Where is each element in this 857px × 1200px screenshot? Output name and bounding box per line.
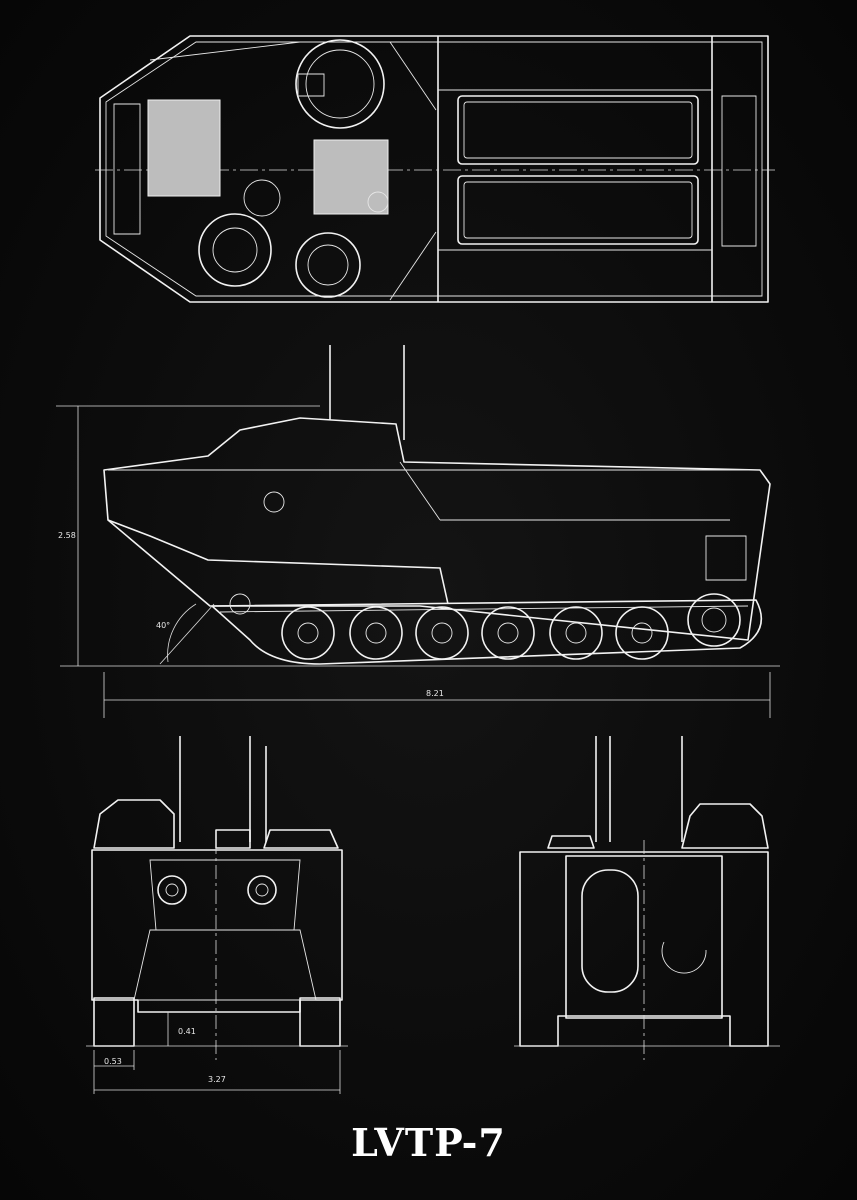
- bow-tread-pattern: [114, 96, 756, 246]
- cupola-left: [199, 214, 271, 286]
- cargo-hatch-right: [458, 176, 698, 244]
- blueprint-title: LVTP-7: [351, 1120, 506, 1165]
- driver-hatch: [148, 100, 220, 196]
- ground-clearance-label: 0.41: [178, 1027, 196, 1036]
- side-track: [212, 600, 761, 664]
- road-wheels: [230, 594, 740, 659]
- track-width-label: 0.53: [104, 1057, 122, 1066]
- cupola-right: [296, 233, 360, 297]
- height-dimension-label: 2.58: [58, 531, 76, 540]
- width-dimension-label: 3.27: [208, 1075, 226, 1084]
- cargo-hatch-left: [458, 96, 698, 164]
- approach-angle-label: 40°: [156, 621, 171, 630]
- top-hull-outline: [100, 36, 768, 302]
- commander-hatch: [314, 140, 388, 214]
- turret-ring: [296, 40, 384, 128]
- length-dimension-label: 8.21: [426, 689, 444, 698]
- rear-door: [582, 870, 638, 992]
